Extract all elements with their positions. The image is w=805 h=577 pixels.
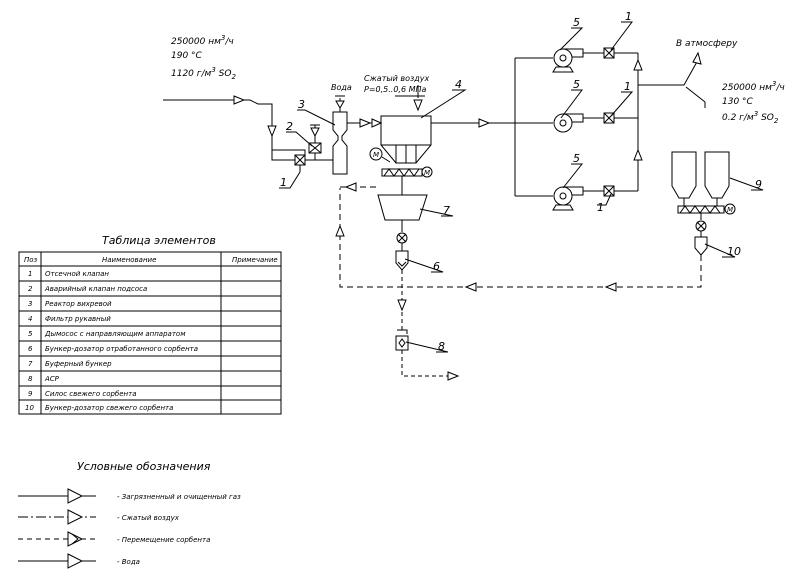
table-row-name: Буферный бункер [45,360,112,368]
table-row-pos: 3 [28,300,32,308]
legend-title: Условные обозначения [77,460,211,473]
motor-label-conveyor: М [424,169,430,177]
vortex-reactor-3 [332,95,372,175]
table-row-name: Дымосос с направляющим аппаратом [44,330,186,338]
water-label: Вода [331,83,352,92]
table-header-name: Наименование [102,256,156,264]
table-row-name: АСР [44,375,60,383]
shutoff-valve-1-top [603,47,638,59]
legend-item-air: - Сжатый воздух [117,514,180,522]
inlet-flow-rate: 250000 нм3/ч [171,34,234,47]
bag-filter-4 [370,85,432,164]
legend-sorbent-line [18,531,96,547]
table-row-pos: 9 [28,390,33,398]
pos-5-middle: 5 [573,78,580,91]
table-row-pos: 8 [28,375,33,383]
spent-sorbent-doser-6 [395,250,409,330]
outlet-so2: 0.2 г/м3 SO2 [722,110,779,125]
table-row-pos: 7 [28,360,33,368]
shutoff-valve-1-inlet [294,154,306,172]
fresh-sorbent-silo-9 [671,151,736,215]
table-row-name: Аварийный клапан подсоса [44,285,147,293]
table-row-pos: 1 [28,270,32,278]
table-row-name: Фильтр рукавный [45,315,111,323]
inlet-gas-line [163,95,334,161]
shutoff-valve-1-middle [603,112,638,124]
table-row-name: Силос свежего сорбента [45,390,137,398]
table-row-name: Отсечной клапан [45,270,109,278]
exhaust-collector [633,51,706,191]
pos-9: 9 [755,178,762,191]
pos-8: 8 [438,340,445,353]
pos-1-inlet: 1 [280,176,287,189]
pos-3: 3 [298,98,305,111]
legend-item-gas: - Загрязненный и очищенный газ [117,493,241,501]
outlet-flow-rate: 250000 нм3/ч [722,80,785,93]
table-row-pos: 2 [28,285,33,293]
table-row-name: Бункер-дозатор отработанного сорбента [45,345,198,353]
fan-5-middle [553,113,604,133]
to-atmosphere-label: В атмосферу [676,39,738,49]
elements-table-grid [18,251,282,415]
asr-8 [395,329,460,381]
table-header-pos: Поз [24,256,38,264]
table-row-pos: 5 [28,330,33,338]
leader-lines [279,21,764,353]
motor-label-filter: М [373,151,379,159]
inlet-temperature: 190 °С [171,51,203,61]
sorbent-return-loop [339,186,702,288]
pos-1-middle: 1 [624,80,631,93]
pos-4: 4 [455,78,462,91]
shutoff-valve-1-bottom [603,185,638,197]
legend-water-line [18,553,96,569]
motor-label-silo: М [727,206,733,214]
motor-filter [369,147,391,163]
fan-5-bottom [552,186,604,211]
compressed-air-label: Сжатый воздух [364,74,430,83]
table-row-pos: 4 [28,315,32,323]
table-row-name: Бункер-дозатор свежего сорбента [45,404,173,412]
legend-air-line [18,509,96,525]
table-row-pos: 10 [25,404,34,412]
legend-item-water: - Вода [117,558,140,566]
compressed-air-pressure: Р=0,5..0,6 МПа [364,85,427,94]
sorbent-arrows [335,182,617,292]
pos-10: 10 [727,245,741,258]
inlet-so2: 1120 г/м3 SO2 [171,66,236,81]
pos-5-top: 5 [573,16,580,29]
fan-5-top [552,48,604,73]
table-row-pos: 6 [28,345,33,353]
pos-1-bottom: 1 [597,201,604,214]
table-row-name: Реактор вихревой [45,300,112,308]
outlet-temperature: 130 °С [722,97,754,107]
screw-conveyor-filter [381,166,433,178]
pos-1-top: 1 [625,10,632,23]
table-rows: 1 Отсечной клапан 2 Аварийный клапан под… [25,270,198,412]
fresh-sorbent-doser-10 [694,213,708,256]
legend-item-sorbent: - Перемещение сорбента [117,536,210,544]
pos-7: 7 [443,204,450,217]
legend-gas-line [18,488,96,504]
emergency-valve-2 [308,124,322,154]
buffer-bunker-7 [377,176,428,251]
pos-6: 6 [433,260,440,273]
pos-5-bottom: 5 [573,152,580,165]
filter-outlet-gas-line [431,57,553,197]
table-title: Таблица элементов [102,234,216,247]
table-header-note: Примечание [232,256,278,264]
pos-2: 2 [286,120,293,133]
